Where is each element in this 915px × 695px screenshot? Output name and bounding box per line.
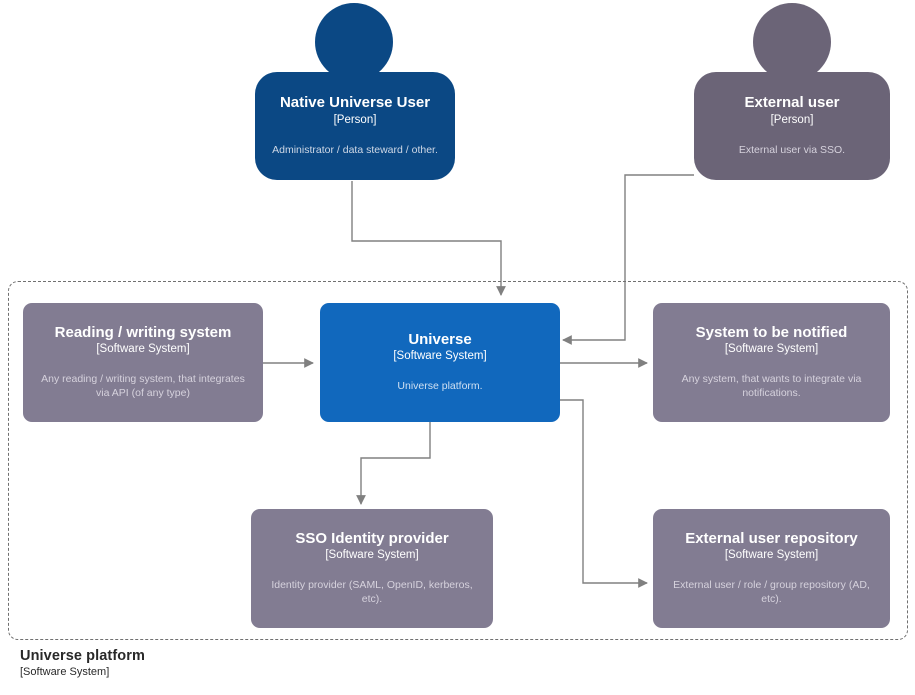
node-description: Universe platform. xyxy=(397,380,483,393)
node-type: [Software System] xyxy=(724,549,819,562)
node-description: Any system, that wants to integrate via … xyxy=(681,373,862,400)
node-type: [Software System] xyxy=(325,549,419,562)
boundary-type: [Software System] xyxy=(20,665,110,678)
node-title: External user xyxy=(744,94,840,112)
node-type: [Software System] xyxy=(393,350,487,363)
node-native-universe-user[interactable]: Native Universe User [Person] Administra… xyxy=(255,3,455,180)
node-description: Any reading / writing system, that integ… xyxy=(41,373,245,400)
node-title: Reading / writing system xyxy=(54,324,232,342)
boundary-name: Universe platform xyxy=(20,648,145,664)
node-description: Identity provider (SAML, OpenID, kerbero… xyxy=(271,579,473,606)
connector-universe-to-user-repository xyxy=(560,399,648,588)
node-type: [Person] xyxy=(333,114,377,127)
node-system-to-be-notified[interactable]: System to be notified [Software System] … xyxy=(653,303,890,422)
connector-external-user-to-universe xyxy=(562,174,694,345)
node-title: External user repository xyxy=(685,530,858,548)
node-external-user-repository[interactable]: External user repository [Software Syste… xyxy=(653,509,890,628)
person-body[interactable]: Native Universe User [Person] Administra… xyxy=(255,72,455,180)
node-description: External user / role / group repository … xyxy=(673,579,870,606)
person-head-icon xyxy=(315,3,393,81)
person-body[interactable]: External user [Person] External user via… xyxy=(694,72,890,180)
node-external-user[interactable]: External user [Person] External user via… xyxy=(694,3,890,180)
node-type: [Software System] xyxy=(724,343,819,356)
connector-universe-to-sso xyxy=(356,422,431,505)
node-type: [Person] xyxy=(770,114,814,127)
node-description: Administrator / data steward / other. xyxy=(272,144,438,157)
node-reading-writing-system[interactable]: Reading / writing system [Software Syste… xyxy=(23,303,263,422)
universe-platform-boundary xyxy=(8,281,908,640)
node-title: System to be notified xyxy=(695,324,848,342)
boundary-label: Universe platform [Software System] xyxy=(20,648,145,679)
node-title: Native Universe User xyxy=(279,94,431,112)
node-universe[interactable]: Universe [Software System] Universe plat… xyxy=(320,303,560,422)
connector-native-user-to-universe xyxy=(351,181,506,296)
node-title: SSO Identity provider xyxy=(295,530,449,548)
node-description: External user via SSO. xyxy=(738,144,846,157)
node-type: [Software System] xyxy=(96,343,190,356)
person-head-icon xyxy=(753,3,831,81)
node-sso-identity-provider[interactable]: SSO Identity provider [Software System] … xyxy=(251,509,493,628)
node-title: Universe xyxy=(408,330,472,348)
